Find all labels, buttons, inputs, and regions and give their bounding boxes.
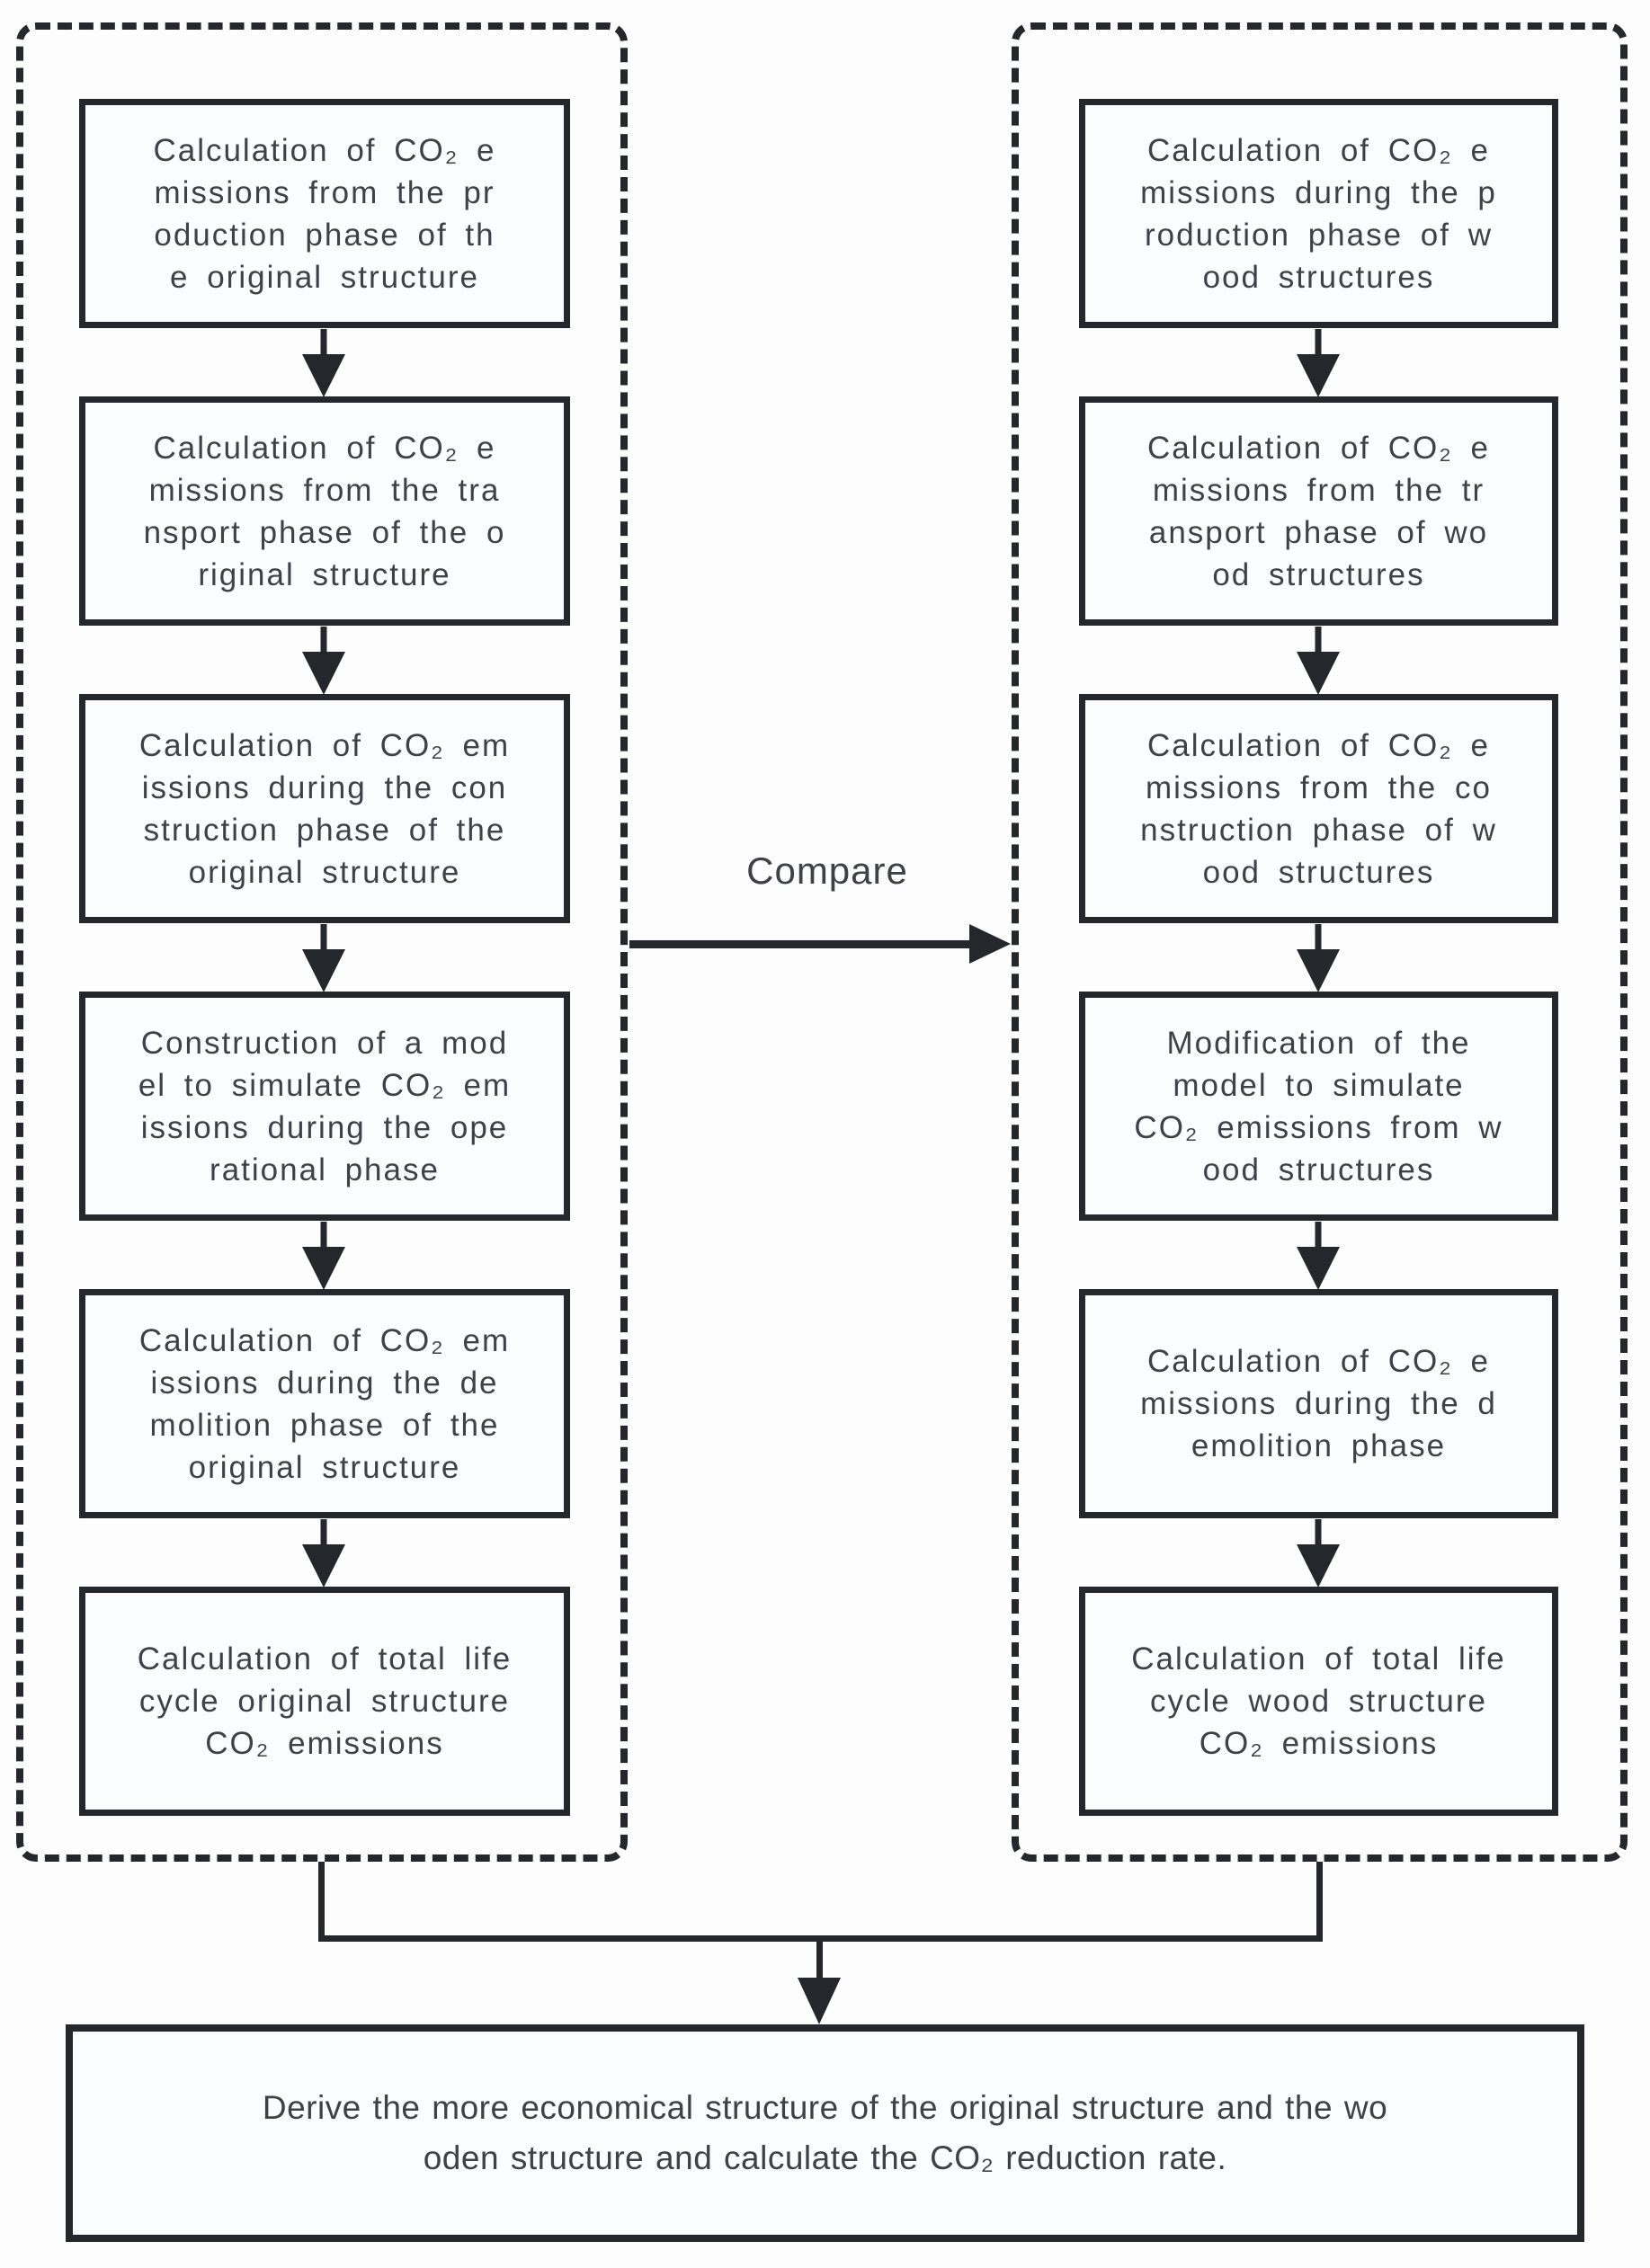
flow-box-wood-model-modification: Modification of the model to simulate CO… <box>1079 992 1558 1221</box>
arrow-stem <box>1315 924 1322 953</box>
arrow-head-icon <box>302 354 345 397</box>
down-arrow-right-1 <box>1297 329 1340 397</box>
arrow-stem <box>320 924 327 953</box>
down-arrow-left-1 <box>302 329 345 397</box>
flow-box-original-demolition: Calculation of CO₂ em issions during the… <box>79 1289 570 1518</box>
arrow-stem <box>1315 1519 1322 1548</box>
flow-box-original-operational-model: Construction of a mod el to simulate CO₂… <box>79 992 570 1221</box>
arrow-stem <box>1315 1222 1322 1250</box>
down-arrow-left-3 <box>302 924 345 992</box>
flow-box-original-total: Calculation of total life cycle original… <box>79 1587 570 1816</box>
flow-box-wood-production: Calculation of CO₂ e missions during the… <box>1079 99 1558 328</box>
arrow-head-icon <box>1297 1247 1340 1290</box>
flow-box-original-transport: Calculation of CO₂ e missions from the t… <box>79 396 570 626</box>
arrow-right-icon <box>969 924 1011 964</box>
compare-label: Compare <box>746 849 908 892</box>
flow-box-original-construction: Calculation of CO₂ em issions during the… <box>79 694 570 923</box>
arrow-head-icon <box>798 1978 841 2024</box>
arrow-head-icon <box>1297 354 1340 397</box>
arrow-stem <box>1315 627 1322 655</box>
flow-box-wood-demolition: Calculation of CO₂ e missions during the… <box>1079 1289 1558 1518</box>
arrow-stem <box>320 1222 327 1250</box>
arrow-head-icon <box>1297 949 1340 992</box>
connector-horizontal-line <box>318 1935 1323 1942</box>
flow-box-wood-transport: Calculation of CO₂ e missions from the t… <box>1079 396 1558 626</box>
original-structure-group <box>16 22 628 1862</box>
down-arrow-left-4 <box>302 1222 345 1290</box>
wood-structure-group <box>1012 22 1628 1862</box>
down-arrow-right-4 <box>1297 1222 1340 1290</box>
result-box: Derive the more economical structure of … <box>66 2024 1584 2242</box>
down-arrow-right-5 <box>1297 1519 1340 1588</box>
flow-box-wood-construction: Calculation of CO₂ e missions from the c… <box>1079 694 1558 923</box>
arrow-stem <box>1315 329 1322 358</box>
arrow-head-icon <box>1297 652 1340 695</box>
down-arrow-right-2 <box>1297 627 1340 695</box>
flow-box-wood-total: Calculation of total life cycle wood str… <box>1079 1587 1558 1816</box>
arrow-head-icon <box>302 1544 345 1588</box>
flow-box-original-production: Calculation of CO₂ e missions from the p… <box>79 99 570 328</box>
down-arrow-left-2 <box>302 627 345 695</box>
arrow-head-icon <box>302 652 345 695</box>
connector-left-line <box>318 1862 325 1942</box>
connector-right-line <box>1316 1862 1323 1942</box>
arrow-head-icon <box>302 949 345 992</box>
arrow-stem <box>320 1519 327 1548</box>
down-arrow-left-5 <box>302 1519 345 1588</box>
arrow-stem <box>320 329 327 358</box>
arrow-head-icon <box>1297 1544 1340 1588</box>
connector-down-arrow <box>816 1942 823 1978</box>
compare-arrow <box>629 940 971 948</box>
arrow-head-icon <box>302 1247 345 1290</box>
arrow-stem <box>320 627 327 655</box>
down-arrow-right-3 <box>1297 924 1340 992</box>
